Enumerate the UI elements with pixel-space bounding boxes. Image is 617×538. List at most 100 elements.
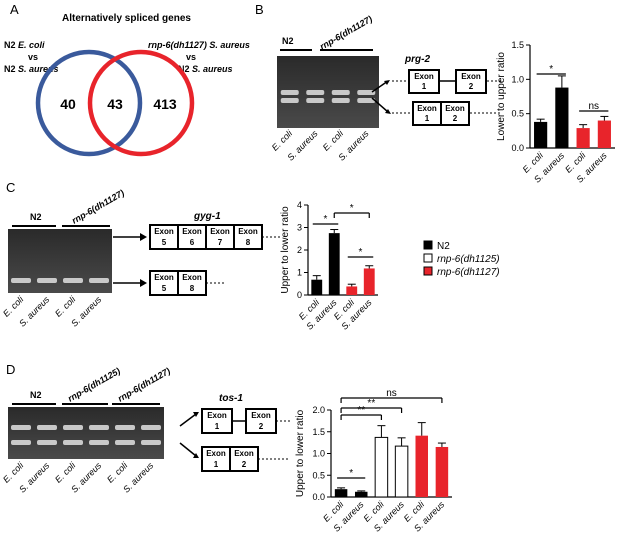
gel-c-group-n2: N2 <box>30 212 42 222</box>
gel-band <box>280 90 299 95</box>
exon-b-low-2 <box>440 101 470 126</box>
exon-c-up-5 <box>149 224 179 250</box>
gel-band <box>306 90 325 95</box>
y-tick-label: 3 <box>297 223 302 233</box>
arrowhead-c-upper <box>140 233 147 241</box>
arrow-d-upper <box>179 413 197 427</box>
exon-d-up-2-label: Exon <box>251 411 271 420</box>
exon-d-low-1 <box>201 446 231 472</box>
y-tick-label: 1.5 <box>312 427 325 437</box>
legend-label: N2 <box>437 241 450 252</box>
exon-c-low-5-label: Exon <box>154 273 174 282</box>
gel-band <box>357 90 376 95</box>
bar <box>346 286 358 295</box>
gel-band <box>141 425 161 430</box>
venn-left-label-line1: N2 E. coli <box>4 40 45 50</box>
y-tick-label: 1.0 <box>511 74 524 84</box>
gene-b-name: prg-2 <box>404 54 430 65</box>
gel-band <box>37 278 57 283</box>
significance-label: ns <box>588 101 599 112</box>
panel-letter-a: A <box>10 2 19 17</box>
y-axis-label: Lower to upper ratio <box>496 52 507 141</box>
exon-c-up-5-label: Exon <box>154 227 174 236</box>
gel-band <box>141 440 161 445</box>
exon-b-up-1-num: 1 <box>422 82 427 91</box>
venn-left-label-line3: N2 S. aureus <box>4 64 59 74</box>
legend-swatch <box>423 266 433 276</box>
bar <box>394 445 409 498</box>
arrow-b-upper <box>371 80 389 93</box>
panel-letter-d: D <box>6 362 15 377</box>
significance-label: * <box>549 64 553 75</box>
y-tick-label: 0.0 <box>312 492 325 502</box>
exon-c-up-8-label: Exon <box>238 227 258 236</box>
gel-band <box>11 440 31 445</box>
significance-label: * <box>324 214 328 225</box>
gel-band <box>306 98 325 103</box>
exon-d-up-2-num: 2 <box>259 422 264 431</box>
exon-d-up-1-label: Exon <box>207 411 227 420</box>
exon-c-up-6 <box>177 224 207 250</box>
venn-right-label-line2: vs <box>186 52 196 62</box>
gel-c-group-mutant: rnp-6(dh1127) <box>70 188 126 226</box>
gel-c-image <box>8 229 112 293</box>
gel-band <box>331 98 350 103</box>
exon-c-up-8 <box>233 224 263 250</box>
exon-b-up-2 <box>455 69 487 94</box>
exon-c-low-8-label: Exon <box>182 273 202 282</box>
arrow-b-lower <box>371 97 389 113</box>
gel-band <box>280 98 299 103</box>
legend-swatch <box>423 253 433 263</box>
exon-d-low-1-label: Exon <box>206 449 226 458</box>
exon-b-up-2-label: Exon <box>461 72 481 81</box>
significance-label: ** <box>367 398 375 409</box>
gel-band <box>89 425 109 430</box>
venn-right-count: 413 <box>153 96 177 112</box>
exon-b-low-2-label: Exon <box>445 104 465 113</box>
exon-b-up-2-num: 2 <box>469 82 474 91</box>
bar <box>415 435 429 497</box>
venn-right-circle <box>87 49 195 157</box>
panel-a: A Alternatively spliced genes N2 E. coli… <box>4 2 250 157</box>
arrowhead-d-upper <box>193 412 199 417</box>
gel-b-group-n2: N2 <box>282 36 294 46</box>
arrowhead-b-upper <box>384 80 390 85</box>
exon-c-up-5-num: 5 <box>162 238 167 247</box>
significance-label: * <box>350 203 354 214</box>
exon-d-low-1-num: 1 <box>214 460 219 469</box>
exon-d-low-2-num: 2 <box>242 460 247 469</box>
panel-d: D N2 rnp-6(dh1125) rnp-6(dh1127) E. coli… <box>1 362 452 534</box>
venn-title: Alternatively spliced genes <box>62 13 191 24</box>
gene-c-diagram: Exon 5 Exon 6 Exon 7 Exon 8 Exon 5 Exon … <box>113 224 282 296</box>
significance-label: * <box>359 247 363 258</box>
venn-right-label-line3: N2 S. aureus <box>178 64 233 74</box>
legend-label: rnp-6(dh1125) <box>437 254 500 265</box>
bar <box>363 268 375 295</box>
legend-swatch <box>423 240 433 250</box>
gel-band <box>89 278 109 283</box>
legend-label: rnp-6(dh1127) <box>437 267 500 278</box>
gene-c-name: gyg-1 <box>193 211 221 222</box>
exon-d-low-2-label: Exon <box>234 449 254 458</box>
gene-b-diagram: Exon 1 Exon 2 Exon 1 Exon 2 <box>371 69 502 126</box>
significance-label: ns <box>386 388 397 399</box>
gel-d-bands <box>11 425 161 445</box>
arrowhead-d-lower <box>193 453 199 458</box>
gel-d-image <box>8 407 164 459</box>
bar <box>435 446 449 497</box>
y-tick-label: 0.5 <box>511 109 524 119</box>
bar <box>374 436 389 498</box>
y-tick-label: 1 <box>297 268 302 278</box>
gel-d-group-1127: rnp-6(dh1127) <box>116 366 172 404</box>
exon-b-low-1-label: Exon <box>417 104 437 113</box>
exon-b-low-2-num: 2 <box>453 114 458 123</box>
gel-band <box>331 90 350 95</box>
exon-c-up-8-num: 8 <box>246 238 251 247</box>
gene-d-diagram: Exon 1 Exon 2 Exon 1 Exon 2 <box>179 408 290 472</box>
exon-d-up-1-num: 1 <box>215 422 220 431</box>
gene-d-name: tos-1 <box>219 393 243 404</box>
gel-band <box>63 278 83 283</box>
